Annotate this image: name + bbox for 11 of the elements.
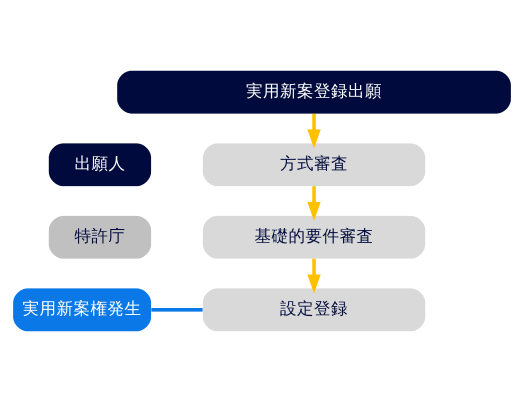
arrow [307, 186, 321, 220]
node-box: 実用新案登録出願 [117, 70, 511, 114]
connector [151, 308, 203, 312]
node-box: 設定登録 [202, 288, 426, 331]
legend-label: 特許庁 [74, 226, 126, 246]
legend-label: 出願人 [74, 154, 126, 173]
node-box: 実用新案権発生 [13, 288, 152, 331]
node-box: 方式審査 [202, 142, 426, 186]
node-box: 基礎的要件審査 [202, 215, 426, 258]
arrow [307, 258, 321, 294]
arrow [307, 113, 321, 148]
